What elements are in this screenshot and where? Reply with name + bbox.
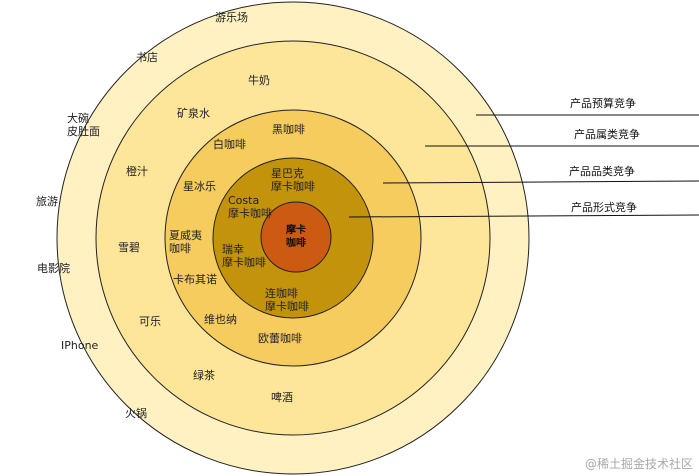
label-budget-competition: 产品预算竞争 [570,97,636,110]
item-frappuccino: 星冰乐 [183,180,216,193]
pointer-line-form [348,214,699,218]
label-category-competition: 产品属类竞争 [574,128,640,141]
item-bookstore: 书店 [136,51,158,64]
item-sprite: 雪碧 [118,241,140,254]
item-starbucks-mocha: 星巴克 摩卡咖啡 [271,167,315,193]
item-luckin-mocha: 瑞幸 摩卡咖啡 [222,243,266,269]
item-black-coffee: 黑咖啡 [272,123,305,136]
item-mineral-water: 矿泉水 [177,107,210,120]
item-cola: 可乐 [139,315,161,328]
item-orange-juice: 橙汁 [126,165,148,178]
watermark: @稀土掘金技术社区 [584,457,693,471]
item-cinema: 电影院 [37,262,70,275]
item-noodles: 大碗 皮肚面 [67,112,100,138]
item-amusement-park: 游乐场 [215,11,248,24]
item-milk: 牛奶 [248,74,270,87]
item-white-coffee: 白咖啡 [213,138,246,151]
center-label-mocha: 摩卡 咖啡 [286,225,306,249]
item-lian-mocha: 连咖啡 摩卡咖啡 [265,287,309,313]
label-form-competition: 产品形式竞争 [571,201,637,214]
core-circle [260,201,332,273]
pointer-line-class [382,180,699,184]
item-vienna: 维也纳 [204,313,237,326]
item-green-tea: 绿茶 [193,369,215,382]
label-class-competition: 产品品类竞争 [569,165,635,178]
item-iphone: IPhone [61,339,99,352]
item-hawaiian-coffee: 夏威夷 咖啡 [169,229,202,255]
item-travel: 旅游 [36,195,58,208]
item-beer: 啤酒 [271,391,293,404]
item-hotpot: 火锅 [125,407,147,420]
item-cappuccino: 卡布其诺 [173,273,217,286]
item-au-lait: 欧蕾咖啡 [258,332,302,345]
item-costa-mocha: Costa 摩卡咖啡 [228,194,272,220]
